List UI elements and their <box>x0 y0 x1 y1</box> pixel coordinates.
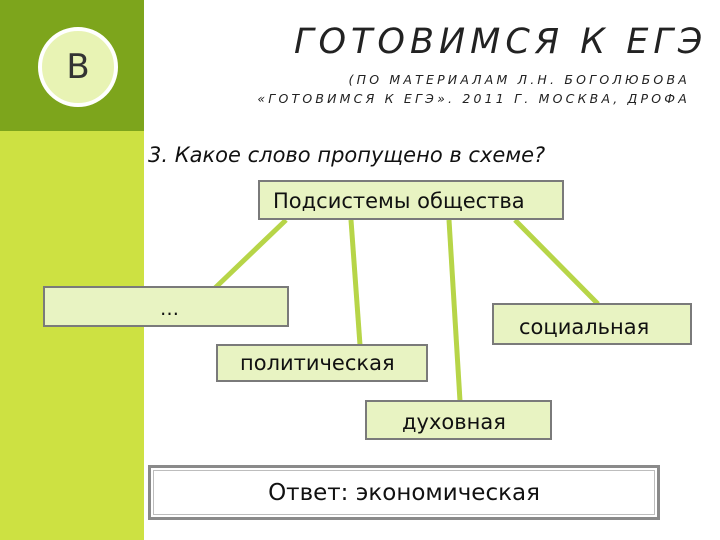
section-badge: B <box>38 27 118 107</box>
connector-to-unknown <box>213 218 288 290</box>
sidebar-bottom-block <box>0 131 144 540</box>
question-text: 3. Какое слово пропущено в схеме? <box>148 143 546 167</box>
slide-title: ГОТОВИМСЯ К ЕГЭ <box>294 22 708 62</box>
diagram-spiritual-box: духовная <box>365 400 552 440</box>
diagram-unknown-box: … <box>43 286 289 327</box>
connector-to-social <box>513 218 600 306</box>
subtitle-line-2: «ГОТОВИМСЯ К ЕГЭ». 2011 Г. МОСКВА, ДРОФА <box>257 91 690 106</box>
connector-to-political <box>348 219 363 346</box>
diagram-political-box: политическая <box>216 344 428 382</box>
diagram-root-box: Подсистемы общества <box>258 180 564 220</box>
slide-subtitle: (ПО МАТЕРИАЛАМ Л.Н. БОГОЛЮБОВА «ГОТОВИМС… <box>230 70 690 108</box>
badge-letter: B <box>66 47 90 87</box>
connector-to-spiritual <box>446 219 463 402</box>
answer-box: Ответ: экономическая <box>148 465 660 520</box>
subtitle-line-1: (ПО МАТЕРИАЛАМ Л.Н. БОГОЛЮБОВА <box>348 72 690 87</box>
diagram-social-box: социальная <box>492 303 692 345</box>
